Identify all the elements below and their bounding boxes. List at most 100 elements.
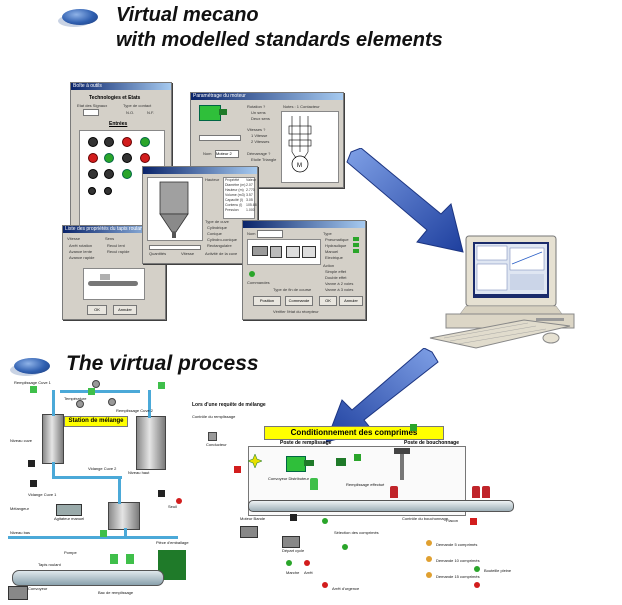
- fin-course-label: Type de fin de course: [273, 287, 312, 292]
- push-button-icon[interactable]: [104, 153, 114, 163]
- actuator-type[interactable]: Hydraulique: [325, 243, 347, 248]
- command-button[interactable]: Commande: [285, 296, 313, 306]
- tank-icon: [136, 416, 166, 470]
- valve-icon[interactable]: [302, 246, 316, 258]
- push-button-icon[interactable]: [104, 169, 114, 179]
- process-label: Marche: [286, 570, 300, 575]
- display-indicator: [30, 480, 37, 487]
- status-indicator: [353, 237, 359, 241]
- tank-props-table: Propriété Diamètre (m) Hauteur (m) Volum…: [223, 177, 257, 219]
- actuator-type[interactable]: Manuel: [325, 249, 339, 254]
- actuator-option[interactable]: Vanne à 3 voies: [325, 287, 354, 292]
- process-label: Tapis roulant: [38, 562, 61, 567]
- window-title: [243, 221, 365, 228]
- process-label: Pompe: [64, 550, 77, 555]
- selector-icon[interactable]: [104, 187, 112, 195]
- window-title: Liste des propriétés du tapis roulant: [63, 226, 165, 233]
- push-button-icon[interactable]: [104, 137, 114, 147]
- cancel-button[interactable]: Annuler: [113, 305, 137, 315]
- speed-slider[interactable]: [199, 135, 241, 141]
- push-button-icon[interactable]: [122, 153, 132, 163]
- valve-icon[interactable]: [286, 246, 300, 258]
- v1-option[interactable]: 1 Vitesse: [251, 133, 268, 138]
- ok-button[interactable]: OK: [319, 296, 337, 306]
- action-label: Action: [323, 263, 335, 268]
- conveyor-option[interactable]: Arrêt rotation: [69, 243, 93, 248]
- valve-icon[interactable]: [270, 246, 282, 258]
- position-button[interactable]: Position: [253, 296, 281, 306]
- tank-type-option[interactable]: Rectangulaire: [207, 243, 232, 248]
- un-sens-option[interactable]: Un sens: [251, 110, 266, 115]
- actuator-option[interactable]: Double effet: [325, 275, 347, 280]
- conveyor-icon: [12, 570, 164, 586]
- tank-type-option[interactable]: Cylindrique: [207, 225, 228, 230]
- val-cell: 3.05: [246, 198, 253, 202]
- tank-icon: [42, 414, 64, 464]
- push-button-icon[interactable]: [140, 137, 150, 147]
- selector-icon[interactable]: [88, 187, 96, 195]
- mixer-tank-icon: [108, 502, 140, 530]
- actuator-option[interactable]: Vanne à 2 voies: [325, 281, 354, 286]
- vitesse-label: Vitesse: [67, 236, 81, 241]
- mixing-station-panel: Station de mélange Remplissage Cuve 1 Re…: [8, 380, 190, 602]
- emergency-stop-button[interactable]: [322, 582, 328, 588]
- start-button[interactable]: [286, 560, 292, 566]
- indicator-light: [474, 582, 480, 588]
- push-button-icon[interactable]: [122, 169, 132, 179]
- conveyor-option[interactable]: Recul lent: [107, 243, 125, 248]
- prop-cell: Pression: [225, 208, 239, 212]
- conveyor-option[interactable]: Avance rapide: [69, 255, 95, 260]
- process-label: Température: [64, 396, 87, 401]
- deux-sens-option[interactable]: Deux sens: [251, 116, 270, 121]
- pipe: [124, 528, 127, 538]
- motor-shaft: [304, 460, 314, 466]
- motor-icon: [56, 504, 82, 516]
- pipe: [60, 390, 140, 393]
- v2-option[interactable]: 2 Vitesses: [251, 139, 270, 144]
- valve-indicator: [410, 424, 417, 431]
- etat-label: Etat des Signaux: [77, 103, 108, 108]
- etoile-option[interactable]: Etoile Triangle: [251, 157, 277, 162]
- quantity-slider[interactable]: [149, 245, 201, 250]
- display-indicator: [28, 460, 35, 467]
- actuator-type[interactable]: Pneumatique: [325, 237, 349, 242]
- nom-field[interactable]: [257, 230, 283, 238]
- conveyor-option[interactable]: Avance lente: [69, 249, 93, 254]
- process-label: Pièce d'emballage: [156, 540, 189, 545]
- opt-nf[interactable]: N.F.: [147, 110, 155, 115]
- actuator-type[interactable]: Electrique: [325, 255, 343, 260]
- tank-type-option[interactable]: Conique: [207, 231, 222, 236]
- actuator-option[interactable]: Simple effet: [325, 269, 347, 274]
- nom-field[interactable]: Moteur 2: [215, 150, 239, 158]
- stop-button[interactable]: [304, 560, 310, 566]
- push-button-icon[interactable]: [88, 153, 98, 163]
- bottle-icon: [390, 486, 398, 498]
- status-indicator: [353, 243, 359, 247]
- push-button-icon[interactable]: [88, 137, 98, 147]
- conveyor-option[interactable]: Recul rapide: [107, 249, 130, 254]
- motor-icon: [8, 586, 28, 600]
- cancel-button[interactable]: Annuler: [339, 296, 363, 306]
- etat-field[interactable]: [83, 109, 99, 116]
- push-button-icon[interactable]: [122, 137, 132, 147]
- push-button-icon[interactable]: [88, 169, 98, 179]
- packaging-panel: Lors d'une requête de mélange Conditionn…: [190, 396, 614, 602]
- val-cell: 2.770: [246, 188, 255, 192]
- sensor-icon: [248, 454, 262, 468]
- heading-virtual-mecano: Virtual mecano: [116, 4, 259, 26]
- val-cell: 105.68: [246, 203, 257, 207]
- toolbox-heading: Technologies et Etats: [89, 95, 141, 101]
- push-button-icon[interactable]: [140, 153, 150, 163]
- nom-label: Nom: [247, 231, 256, 236]
- tank-type-option[interactable]: Cylindro-conique: [207, 237, 238, 242]
- vitesse-label: Vitesse: [181, 251, 195, 256]
- arrow-icon: [346, 148, 464, 253]
- type-label: Type: [323, 231, 332, 236]
- process-label: Contrôle du bouchonnage: [402, 516, 449, 521]
- bottle-icon: [126, 554, 134, 564]
- cylinder-icon[interactable]: [252, 246, 268, 256]
- process-label: Agitateur manuel: [54, 516, 85, 521]
- indicator-light: [322, 518, 328, 524]
- ok-button[interactable]: OK: [87, 305, 107, 315]
- opt-no[interactable]: N.O.: [126, 110, 135, 115]
